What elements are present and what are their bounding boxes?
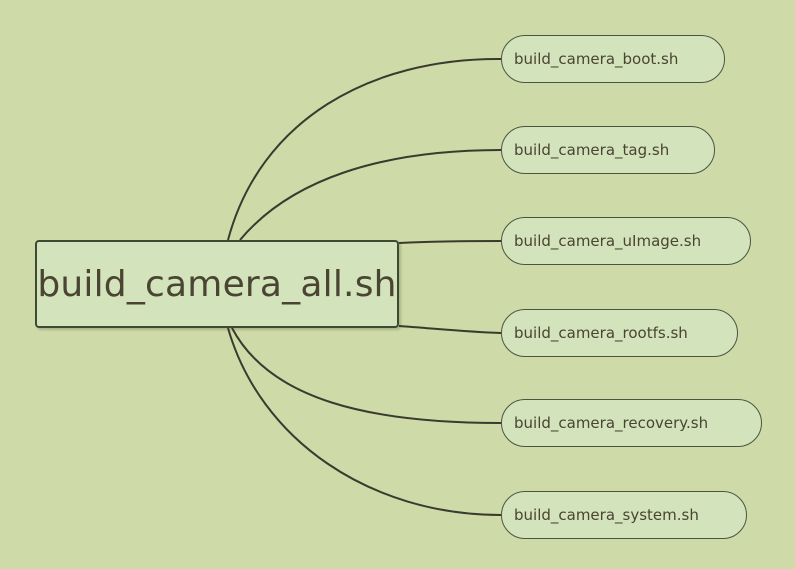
- root-node[interactable]: build_camera_all.sh: [35, 240, 399, 328]
- child-node-label: build_camera_recovery.sh: [514, 414, 709, 432]
- connector-boot: [227, 57, 502, 241]
- child-node-label: build_camera_tag.sh: [514, 141, 670, 159]
- connector-uimage: [398, 240, 502, 244]
- root-node-label: build_camera_all.sh: [37, 263, 397, 305]
- child-node-label: build_camera_rootfs.sh: [514, 324, 688, 342]
- child-node-boot[interactable]: build_camera_boot.sh: [501, 35, 725, 83]
- child-node-uimage[interactable]: build_camera_uImage.sh: [501, 217, 751, 265]
- child-node-tag[interactable]: build_camera_tag.sh: [501, 126, 715, 174]
- child-node-system[interactable]: build_camera_system.sh: [501, 491, 747, 539]
- connector-system: [227, 327, 502, 516]
- child-node-rootfs[interactable]: build_camera_rootfs.sh: [501, 309, 738, 357]
- child-node-label: build_camera_boot.sh: [514, 50, 679, 68]
- connector-rootfs: [398, 325, 502, 334]
- child-node-label: build_camera_system.sh: [514, 506, 699, 524]
- child-node-label: build_camera_uImage.sh: [514, 232, 702, 250]
- connector-tag: [239, 149, 502, 241]
- connector-recovery: [231, 327, 502, 424]
- child-node-recovery[interactable]: build_camera_recovery.sh: [501, 399, 762, 447]
